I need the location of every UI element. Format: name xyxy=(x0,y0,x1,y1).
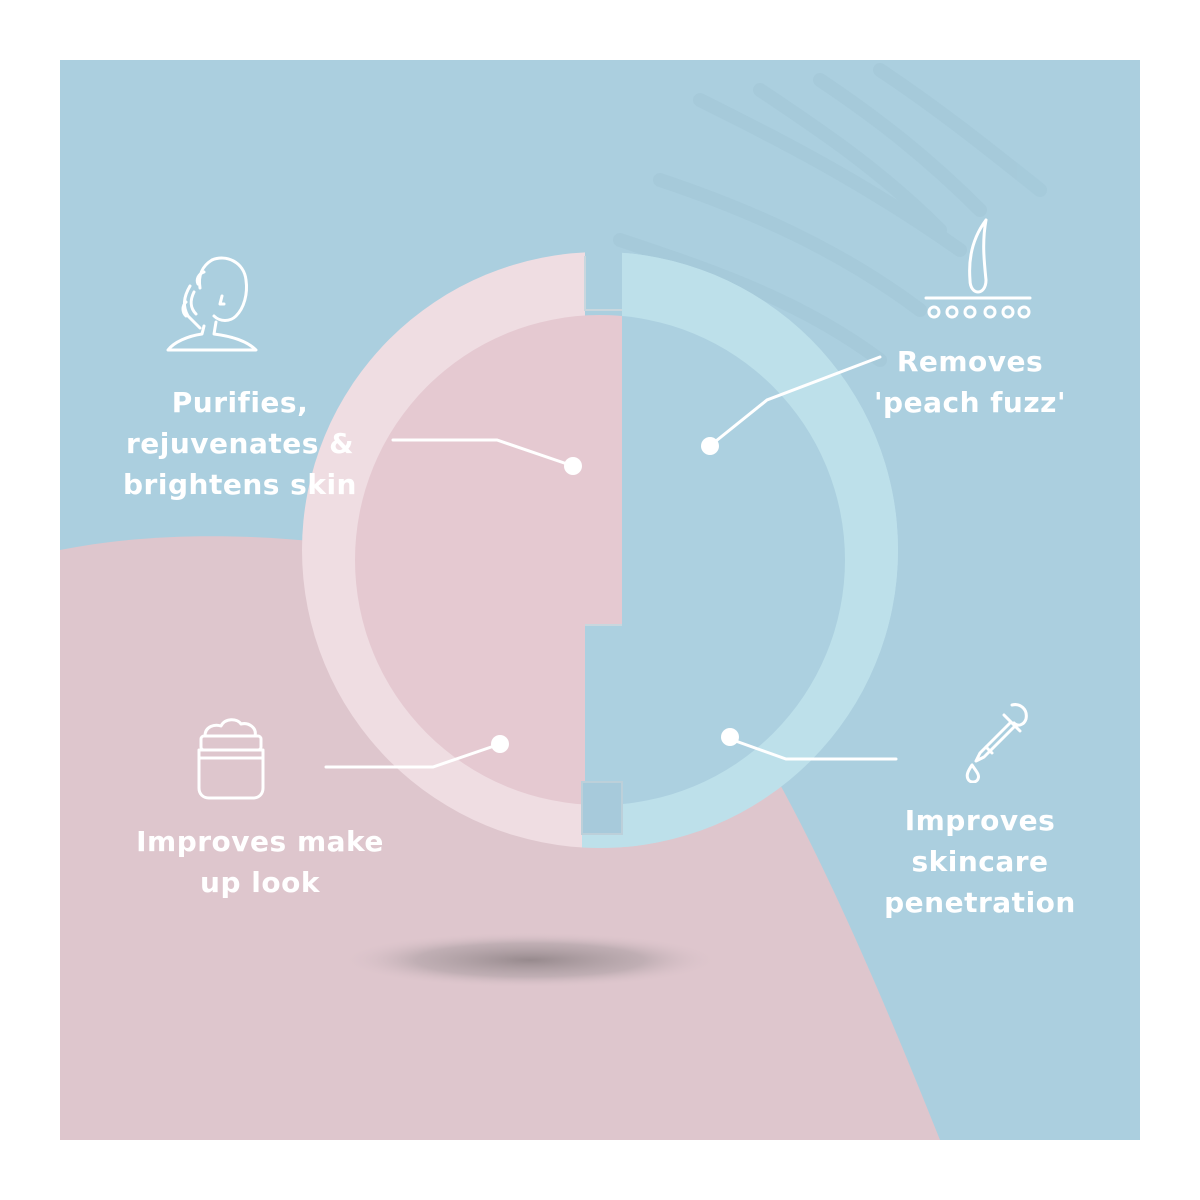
callout-dot-penetration xyxy=(721,728,739,746)
feature-label-makeup: Improves make up look xyxy=(136,825,384,899)
cream-jar-icon xyxy=(197,718,265,800)
dropper-icon xyxy=(965,703,1028,783)
disc-seam xyxy=(581,256,623,835)
palm-leaf-shadow xyxy=(613,63,1047,367)
product-illustration xyxy=(60,60,1140,1140)
callout-dot-makeup xyxy=(491,735,509,753)
feature-label-purifies: Purifies, rejuvenates & brightens skin xyxy=(123,386,357,501)
infographic-panel: Purifies, rejuvenates & brightens skin R… xyxy=(60,60,1140,1140)
product-shadow xyxy=(340,932,720,988)
callout-dot-purifies xyxy=(564,457,582,475)
feature-label-penetration: Improves skincare penetration xyxy=(884,804,1076,919)
hair-follicle-icon xyxy=(924,218,1032,319)
callout-dot-peach-fuzz xyxy=(701,437,719,455)
feature-label-peach-fuzz: Removes 'peach fuzz' xyxy=(873,345,1067,419)
leader-lines xyxy=(324,355,898,769)
face-massage-icon xyxy=(166,256,258,352)
